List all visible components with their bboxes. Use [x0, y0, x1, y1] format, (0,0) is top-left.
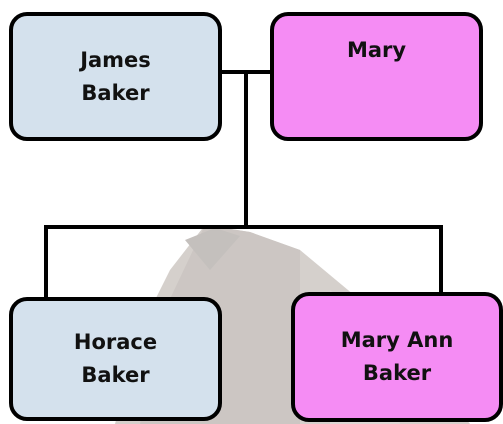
person-name: Mary — [346, 38, 407, 62]
person-name: Mary Ann Baker — [340, 328, 454, 385]
child-left-connector-line — [44, 225, 48, 297]
person-name: James Baker — [80, 47, 151, 105]
person-box-mary-ann-baker: Mary Ann Baker — [291, 292, 503, 422]
child-right-connector-line — [439, 225, 443, 292]
descent-connector-line — [244, 72, 248, 227]
person-box-mary: Mary — [270, 12, 483, 141]
person-name: Horace Baker — [73, 330, 158, 387]
sibling-connector-line — [44, 225, 443, 229]
person-box-horace-baker: Horace Baker — [9, 297, 222, 421]
person-box-james-baker: James Baker — [9, 12, 222, 141]
